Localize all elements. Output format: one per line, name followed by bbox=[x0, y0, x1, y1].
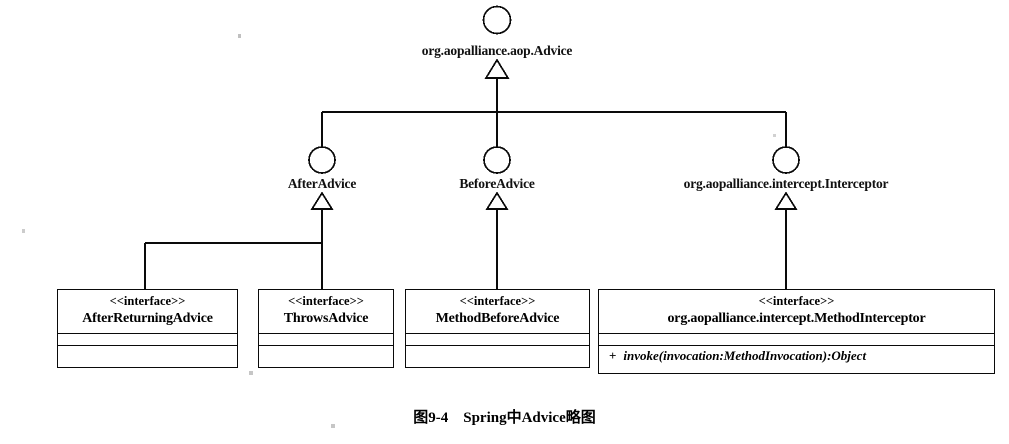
operations-compartment bbox=[406, 344, 589, 365]
class-name-compartment: <<interface>> ThrowsAdvice bbox=[259, 290, 393, 333]
generalization-triangle-root bbox=[484, 58, 510, 79]
figure-caption: 图9-4 Spring中Advice略图 bbox=[413, 410, 596, 426]
class-name-label: ThrowsAdvice bbox=[283, 310, 369, 326]
class-name-compartment: <<interface>> AfterReturningAdvice bbox=[58, 290, 237, 333]
operations-compartment bbox=[259, 344, 393, 365]
interface-circle-interceptor bbox=[772, 146, 800, 174]
attributes-compartment bbox=[58, 332, 237, 345]
class-box-methodbeforeadvice: <<interface>> MethodBeforeAdvice bbox=[405, 289, 590, 368]
scan-speck bbox=[238, 34, 241, 38]
generalization-triangle-beforeadvice bbox=[485, 191, 509, 210]
scan-speck bbox=[773, 134, 776, 137]
attributes-compartment bbox=[599, 332, 994, 345]
interface-circle-afteradvice bbox=[308, 146, 336, 174]
interface-label-beforeadvice: BeforeAdvice bbox=[459, 176, 535, 191]
interface-circle-advice bbox=[482, 5, 512, 35]
stereotype-label: <<interface>> bbox=[459, 294, 536, 308]
operations-compartment: + invoke(invocation:MethodInvocation):Obj… bbox=[599, 344, 994, 371]
operations-compartment bbox=[58, 344, 237, 365]
operation-row: + invoke(invocation:MethodInvocation):Obj… bbox=[599, 346, 994, 364]
scan-speck bbox=[331, 424, 335, 428]
interface-label-afteradvice: AfterAdvice bbox=[287, 176, 357, 191]
class-name-label: AfterReturningAdvice bbox=[82, 310, 213, 326]
class-name-compartment: <<interface>> MethodBeforeAdvice bbox=[406, 290, 589, 333]
scan-speck bbox=[249, 371, 253, 375]
class-name-label: org.aopalliance.intercept.MethodIntercep… bbox=[667, 310, 926, 326]
interface-label-interceptor: org.aopalliance.intercept.Interceptor bbox=[683, 176, 889, 191]
stereotype-label: <<interface>> bbox=[109, 294, 186, 308]
class-name-label: MethodBeforeAdvice bbox=[435, 310, 560, 326]
generalization-triangle-interceptor bbox=[774, 191, 798, 210]
visibility-marker: + bbox=[609, 347, 617, 363]
class-box-throwsadvice: <<interface>> ThrowsAdvice bbox=[258, 289, 394, 368]
class-box-afterreturningadvice: <<interface>> AfterReturningAdvice bbox=[57, 289, 238, 368]
class-name-compartment: <<interface>> org.aopalliance.intercept.… bbox=[599, 290, 994, 333]
attributes-compartment bbox=[406, 332, 589, 345]
attributes-compartment bbox=[259, 332, 393, 345]
interface-circle-beforeadvice bbox=[483, 146, 511, 174]
generalization-triangle-afteradvice bbox=[310, 191, 334, 210]
scan-speck bbox=[22, 229, 25, 233]
stereotype-label: <<interface>> bbox=[758, 294, 835, 308]
interface-label-advice: org.aopalliance.aop.Advice bbox=[421, 43, 573, 58]
stereotype-label: <<interface>> bbox=[288, 294, 364, 308]
operation-signature: invoke(invocation:MethodInvocation):Obje… bbox=[623, 347, 867, 363]
class-box-methodinterceptor: <<interface>> org.aopalliance.intercept.… bbox=[598, 289, 995, 374]
